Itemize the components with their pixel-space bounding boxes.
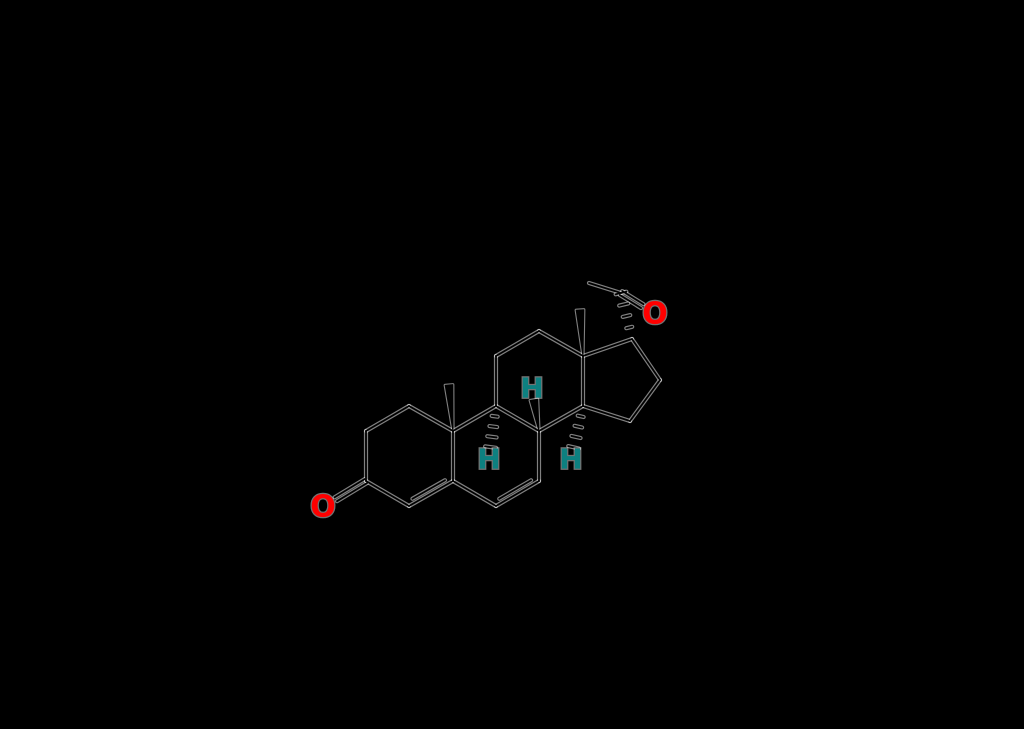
bond <box>486 435 498 439</box>
bond <box>488 425 499 428</box>
bond <box>452 405 497 432</box>
wedge-bond <box>575 309 585 357</box>
bond <box>408 480 454 507</box>
bond <box>490 414 499 418</box>
bond <box>567 445 580 450</box>
bond-layer <box>333 282 661 507</box>
bond <box>621 290 645 306</box>
bond <box>495 405 540 432</box>
bond <box>582 338 633 357</box>
bond <box>573 424 583 429</box>
bond <box>452 480 497 507</box>
wedge-bond <box>529 398 540 432</box>
atom-label-O20: O <box>642 297 668 332</box>
bond <box>625 325 634 330</box>
atom-label-H9: H <box>477 443 500 476</box>
bond <box>570 435 582 439</box>
atom-label-O3: O <box>310 490 336 525</box>
bond <box>538 405 584 432</box>
bond <box>333 478 366 499</box>
atom-label-H8: H <box>520 372 543 405</box>
bond <box>336 482 369 503</box>
bond <box>618 294 642 309</box>
bond <box>365 405 410 432</box>
bond <box>576 414 585 418</box>
bond <box>538 330 584 357</box>
wedge-bond <box>444 384 454 432</box>
bond <box>365 480 410 507</box>
bond <box>495 480 540 507</box>
bond <box>411 479 446 500</box>
bond <box>588 282 622 294</box>
bond <box>629 379 661 422</box>
bond <box>621 314 632 318</box>
atom-label-H14: H <box>559 443 582 476</box>
bond <box>498 479 532 500</box>
bond <box>495 330 540 357</box>
bond <box>408 405 454 432</box>
bond <box>582 405 631 422</box>
bond <box>631 338 661 381</box>
bond <box>618 302 630 307</box>
bond <box>484 445 497 449</box>
